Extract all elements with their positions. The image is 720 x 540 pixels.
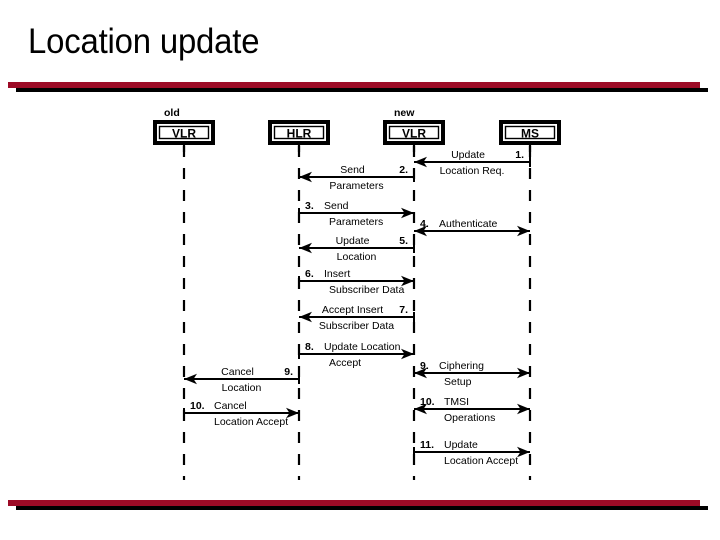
message-arrowhead-r-11 — [517, 403, 530, 415]
message-number-8: 8. — [305, 341, 314, 353]
message-arrowhead-13 — [517, 446, 530, 458]
message-number-10: 9. — [284, 366, 293, 378]
message-label2-6: Subscriber Data — [329, 284, 404, 296]
message-arrowhead-3 — [401, 207, 414, 219]
node-box-inner-new-vlr — [388, 125, 440, 140]
message-number-13: 11. — [420, 439, 434, 451]
footer-divider-bottom — [8, 500, 708, 512]
page-title: Location update — [28, 22, 260, 61]
message-label1-3: Send — [324, 200, 349, 212]
message-label2-5: Location — [337, 251, 377, 263]
message-label2-7: Subscriber Data — [319, 320, 394, 332]
message-label1-12: Cancel — [214, 400, 247, 412]
message-arrowhead-5 — [299, 242, 312, 254]
message-number-12: 10. — [190, 400, 205, 412]
message-number-6: 6. — [305, 268, 314, 280]
message-number-7: 7. — [399, 304, 408, 316]
message-arrowhead-12 — [286, 407, 299, 419]
message-label2-9: Setup — [444, 376, 472, 388]
node-box-inner-ms — [504, 125, 556, 140]
message-label2-12: Location Accept — [214, 416, 288, 428]
divider-shadow-bar — [16, 506, 708, 510]
message-label2-11: Operations — [444, 412, 495, 424]
message-label1-7: Accept Insert — [322, 304, 383, 316]
message-number-2: 2. — [399, 164, 408, 176]
message-arrowhead-2 — [299, 171, 312, 183]
message-arrowhead-8 — [401, 348, 414, 360]
message-arrowhead-1 — [414, 156, 427, 168]
divider-accent-bar — [8, 82, 700, 88]
node-label-hlr: HLR — [287, 127, 312, 141]
message-arrowhead-r-9 — [517, 367, 530, 379]
message-number-1: 1. — [515, 149, 524, 161]
message-number-11: 10. — [420, 396, 435, 408]
message-label1-13: Update — [444, 439, 478, 451]
message-label2-2: Parameters — [329, 180, 383, 192]
divider-accent-bar — [8, 500, 700, 506]
message-number-9: 9. — [420, 360, 429, 372]
node-box-inner-hlr — [273, 125, 325, 140]
message-label1-6: Insert — [324, 268, 350, 280]
message-label1-10: Cancel — [221, 366, 254, 378]
message-arrowhead-6 — [401, 275, 414, 287]
message-label1-1: Update — [451, 149, 485, 161]
node-header-old-vlr: old — [164, 107, 180, 119]
message-arrowhead-7 — [299, 311, 312, 323]
message-label2-10: Location — [222, 382, 262, 394]
message-arrowhead-l-11 — [414, 403, 427, 415]
divider-shadow-bar — [16, 88, 708, 92]
node-header-new-vlr: new — [394, 107, 415, 119]
node-label-ms: MS — [521, 127, 539, 141]
message-label1-4: Authenticate — [439, 218, 498, 230]
message-label1-11: TMSI — [444, 396, 469, 408]
message-label1-5: Update — [336, 235, 370, 247]
message-label2-1: Location Req. — [440, 165, 505, 177]
message-label2-13: Location Accept — [444, 455, 518, 467]
message-label1-9: Ciphering — [439, 360, 484, 372]
message-label2-3: Parameters — [329, 216, 383, 228]
node-box-inner-old-vlr — [158, 125, 210, 140]
node-label-new-vlr: VLR — [402, 127, 426, 141]
message-label1-8: Update Location — [324, 341, 401, 353]
message-number-3: 3. — [305, 200, 314, 212]
message-label2-8: Accept — [329, 357, 361, 369]
title-divider-top — [8, 82, 708, 94]
message-arrowhead-r-4 — [517, 225, 530, 237]
message-number-5: 5. — [399, 235, 408, 247]
message-arrowhead-10 — [184, 373, 197, 385]
node-label-old-vlr: VLR — [172, 127, 196, 141]
message-label1-2: Send — [340, 164, 365, 176]
message-number-4: 4. — [420, 218, 429, 230]
message-arrowhead-l-9 — [414, 367, 427, 379]
message-arrowhead-l-4 — [414, 225, 427, 237]
